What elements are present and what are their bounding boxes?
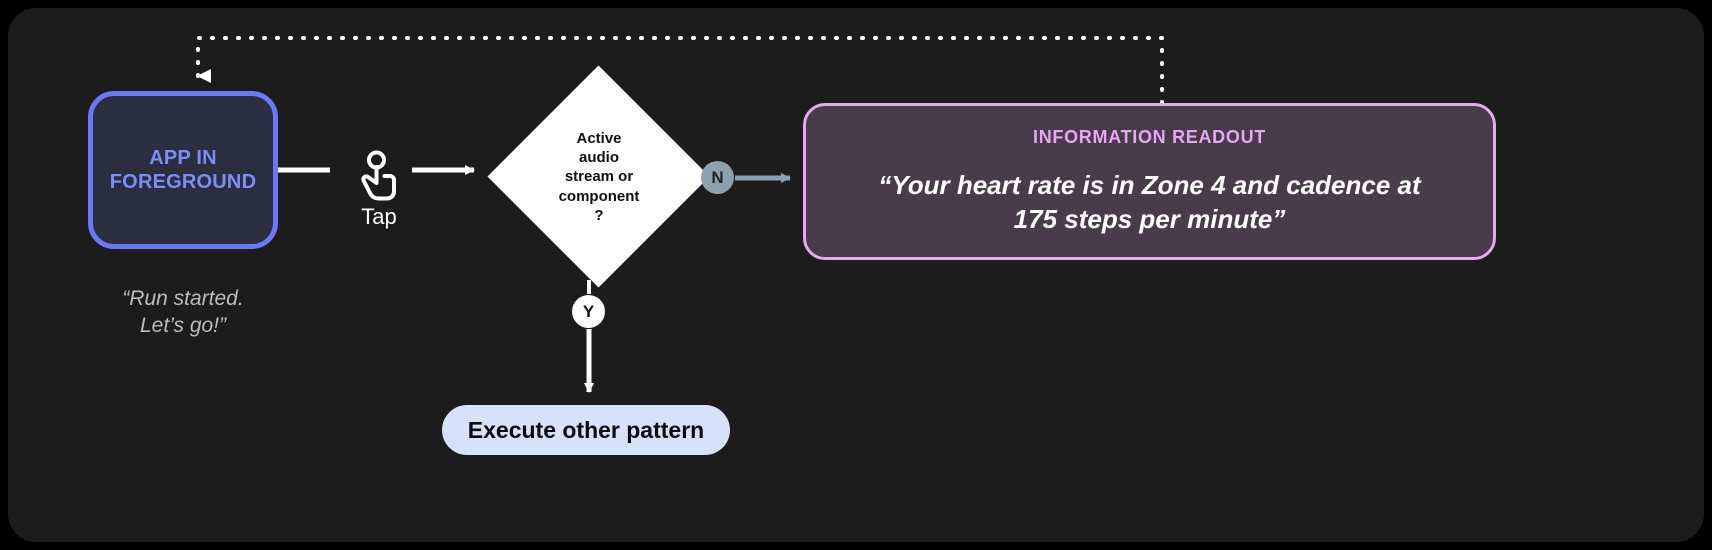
readout-title: INFORMATION READOUT — [1033, 126, 1266, 147]
readout-body-line2: 175 steps per minute” — [1013, 204, 1286, 234]
tap-gesture-icon — [361, 150, 396, 201]
node-information-readout[interactable]: INFORMATION READOUT “Your heart rate is … — [803, 103, 1496, 260]
gesture-tap: Tap — [339, 150, 419, 228]
gesture-tap-label: Tap — [361, 204, 397, 229]
branch-badge-yes: Y — [572, 295, 605, 328]
app-node-label-line2: FOREGROUND — [109, 171, 257, 193]
node-execute-other-pattern[interactable]: Execute other pattern — [442, 405, 730, 455]
decision-line3: stream or — [564, 168, 634, 186]
decision-line4: component — [558, 187, 640, 205]
decision-line2: audio — [579, 149, 619, 167]
decision-line5: ? — [594, 206, 604, 224]
connector-layer — [196, 36, 1164, 393]
app-caption-line2: Let’s go!” — [140, 314, 226, 338]
diagram-board: APP IN FOREGROUND “Run started. Let’s go… — [8, 8, 1704, 542]
node-decision-audio-stream[interactable]: Active audio stream or component ? — [487, 65, 710, 288]
app-node-label-line1: APP IN — [149, 146, 217, 169]
node-app-in-foreground[interactable]: APP IN FOREGROUND — [88, 91, 278, 249]
branch-badge-no: N — [701, 161, 734, 194]
app-node-label: APP IN FOREGROUND — [110, 146, 256, 195]
readout-body: “Your heart rate is in Zone 4 and cadenc… — [852, 168, 1446, 237]
app-caption-line1: “Run started. — [122, 287, 244, 310]
decision-line1: Active — [576, 130, 622, 148]
readout-body-line1: “Your heart rate is in Zone 4 and cadenc… — [878, 169, 1421, 200]
app-node-caption: “Run started. Let’s go!” — [68, 285, 298, 340]
decision-diamond-label: Active audio stream or component ? — [488, 66, 710, 288]
